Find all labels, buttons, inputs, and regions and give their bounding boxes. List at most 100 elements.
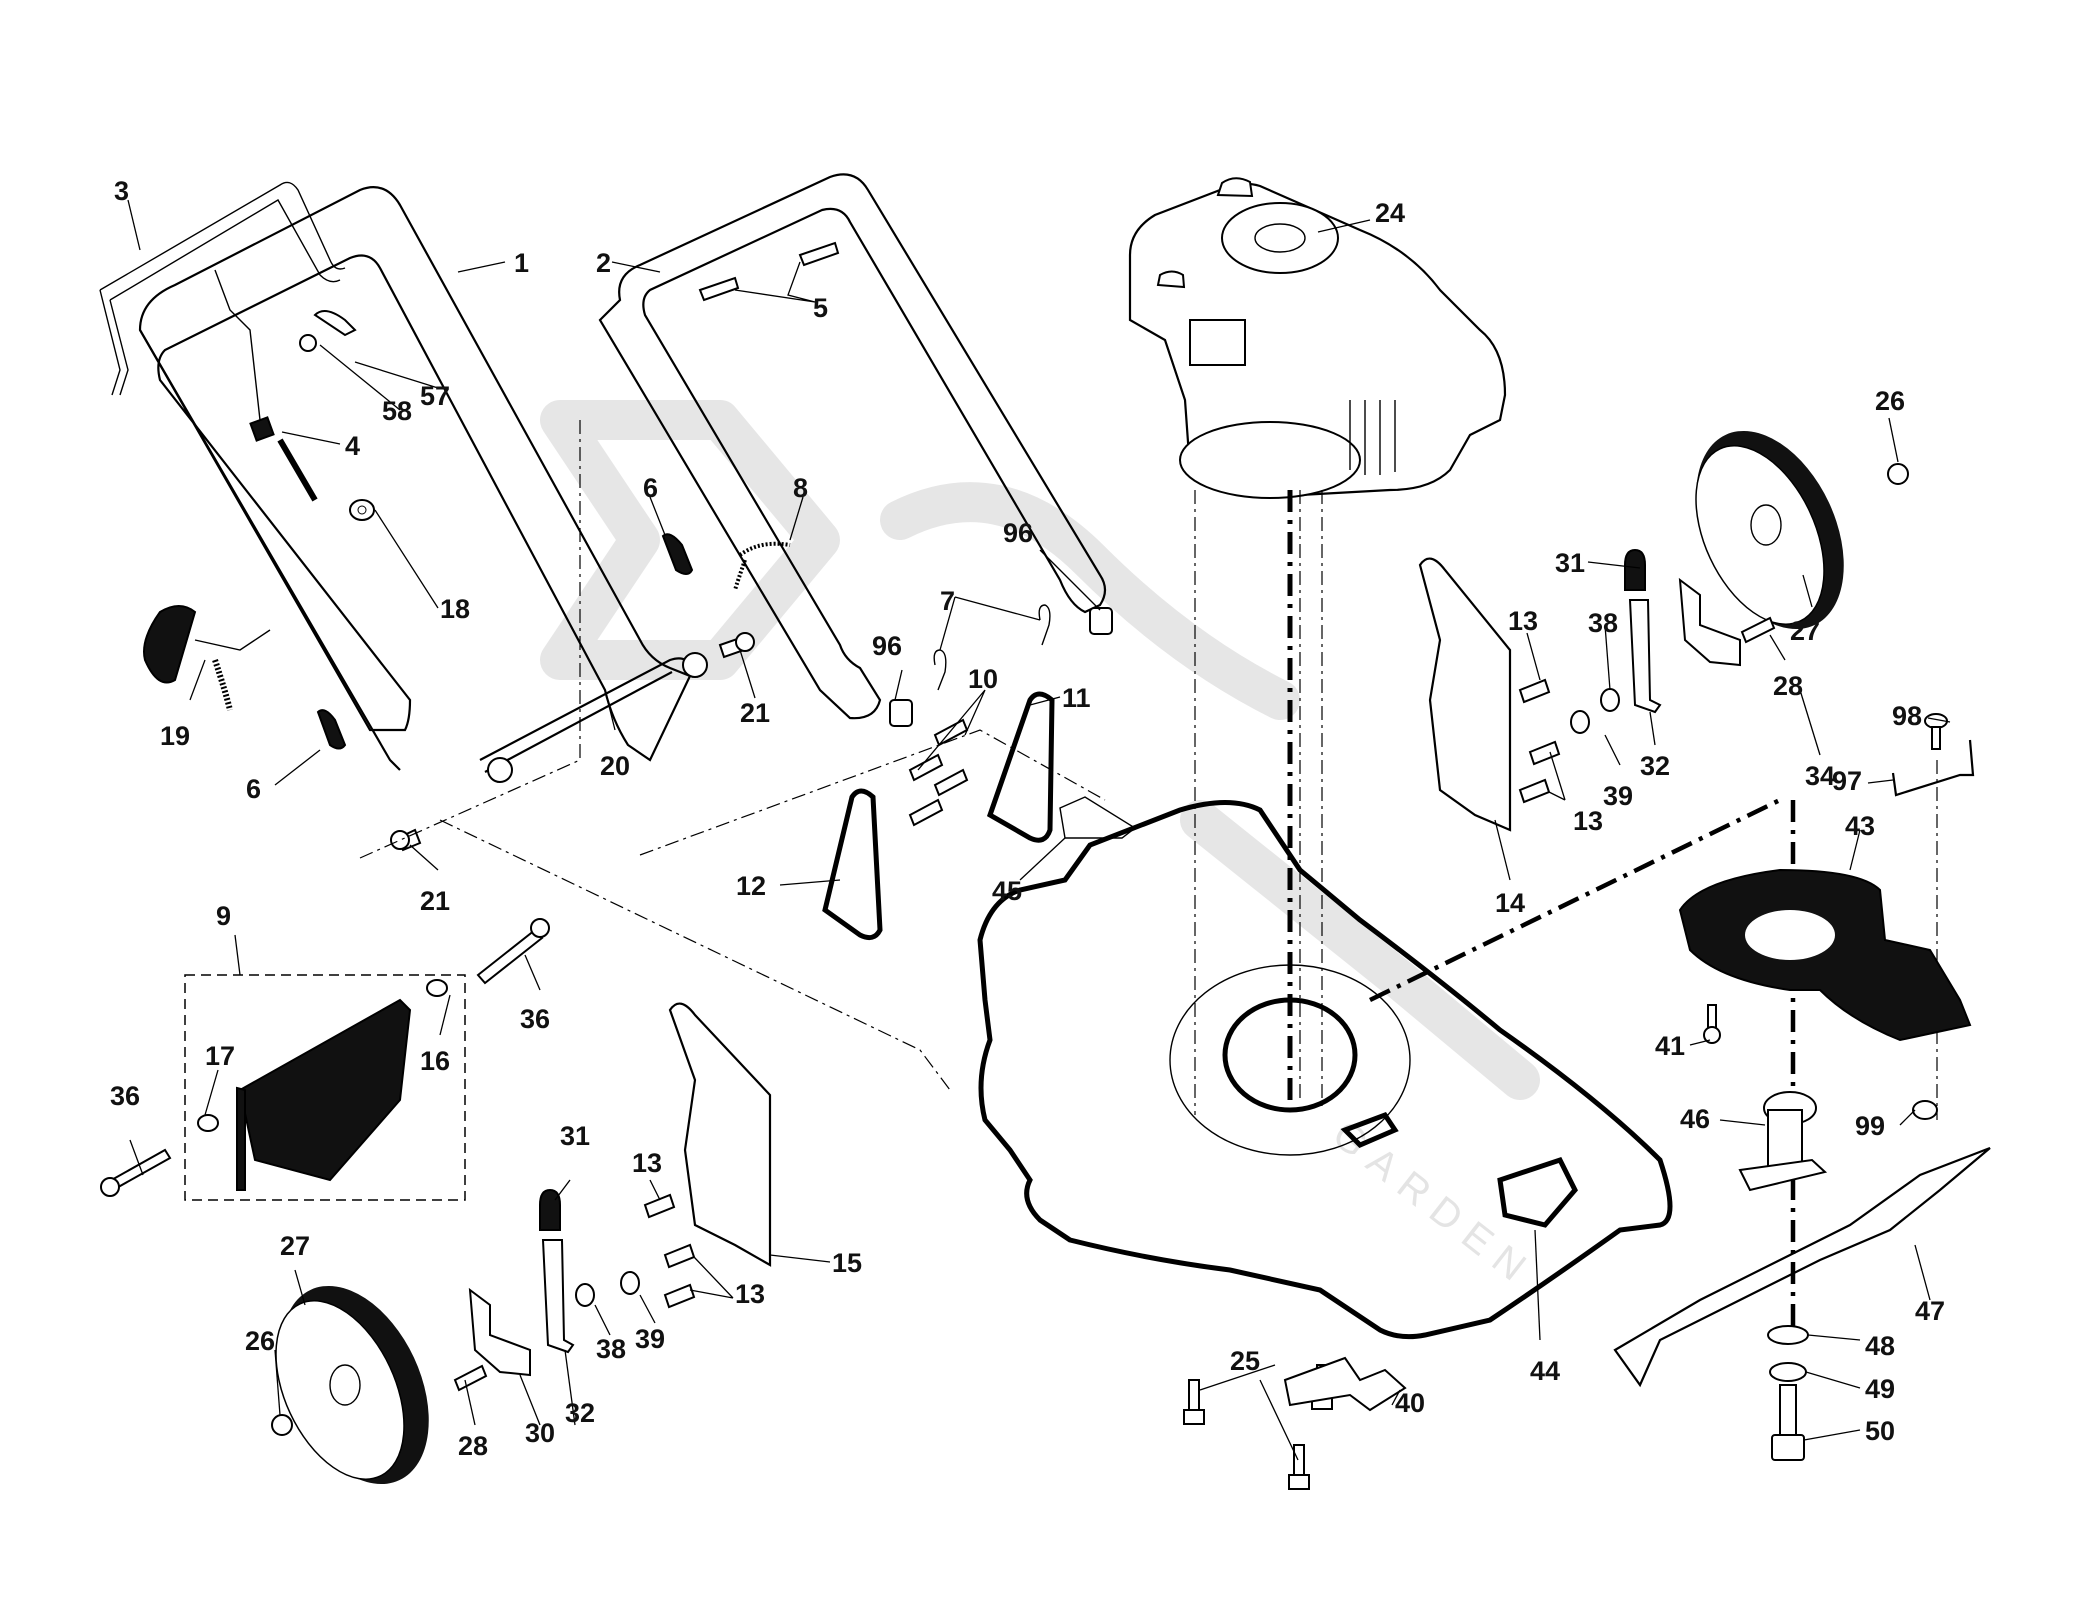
callout: 13 (1508, 606, 1538, 636)
callout: 31 (1555, 548, 1585, 578)
callout: 26 (1875, 386, 1905, 416)
part-bolt[interactable] (643, 678, 1561, 1309)
callout: 47 (1915, 1296, 1945, 1326)
callout: 99 (1855, 1111, 1885, 1141)
callout: 27 (1790, 616, 1820, 646)
callout: 24 (1375, 198, 1405, 228)
callout: 3 (114, 176, 129, 206)
callout: 6 (643, 473, 658, 503)
part-baffle-bracket[interactable] (1891, 739, 1975, 797)
callout: 13 (632, 1148, 662, 1178)
part-blade-washer[interactable] (1767, 1325, 1809, 1345)
part-blade-bolt[interactable] (1771, 1384, 1805, 1461)
part-wheel-bolt[interactable] (453, 616, 1776, 1392)
callout: 2 (596, 248, 611, 278)
assembly-centerlines (359, 420, 1938, 1340)
part-baffle[interactable] (1678, 868, 1972, 1042)
callout: 19 (160, 721, 190, 751)
part-label-plate[interactable] (1059, 796, 1137, 839)
callout: 8 (793, 473, 808, 503)
part-deck-housing[interactable] (977, 800, 1673, 1340)
part-screw[interactable] (390, 632, 755, 852)
part-handle-knob[interactable] (316, 533, 694, 750)
callout: 45 (992, 876, 1022, 906)
part-blade-adapter[interactable] (1738, 1091, 1828, 1192)
callout: 38 (596, 1334, 626, 1364)
part-throttle-cable[interactable] (214, 269, 318, 502)
callout: 38 (1588, 608, 1618, 638)
callout: 50 (1865, 1416, 1895, 1446)
callout: 28 (458, 1431, 488, 1461)
callout: 11 (1062, 683, 1091, 713)
callout: 27 (280, 1231, 310, 1261)
part-height-bracket-left[interactable] (668, 1002, 772, 1267)
callout: 31 (560, 1121, 590, 1151)
callout: 21 (740, 698, 770, 728)
callout: 34 (1805, 761, 1835, 791)
callout: 41 (1655, 1031, 1685, 1061)
callout: 36 (110, 1081, 140, 1111)
part-handle-bracket-rod[interactable] (479, 652, 708, 783)
part-baffle-nut[interactable] (1912, 1100, 1938, 1120)
callout: 26 (245, 1326, 275, 1356)
callout: 21 (420, 886, 450, 916)
callout: 44 (1530, 1356, 1560, 1386)
callout: 1 (514, 248, 529, 278)
callout: 39 (1603, 781, 1633, 811)
part-height-arm-left[interactable] (468, 1287, 531, 1377)
callout: 5 (813, 293, 828, 323)
part-height-plate-left[interactable] (822, 788, 883, 941)
part-deflector-bolt[interactable] (100, 918, 550, 1197)
callout: 96 (1003, 518, 1033, 548)
part-reinforcement-plate[interactable] (1283, 1356, 1407, 1412)
callout: 9 (216, 901, 231, 931)
callout: 10 (968, 664, 998, 694)
part-height-bracket-right[interactable] (1418, 557, 1512, 832)
callout: 40 (1395, 1388, 1425, 1418)
callout: 97 (1832, 766, 1862, 796)
part-cable-tie[interactable] (733, 541, 791, 591)
callout: 30 (525, 1418, 555, 1448)
part-height-lever[interactable] (541, 599, 1662, 1354)
part-nut[interactable] (349, 499, 375, 521)
part-control-bar[interactable] (99, 181, 346, 396)
callout: 14 (1495, 888, 1525, 918)
watermark-logo: GARDEN (540, 400, 1543, 1297)
part-height-arm-right[interactable] (1678, 577, 1741, 667)
callout: 12 (736, 871, 766, 901)
callout: 36 (520, 1004, 550, 1034)
part-spring[interactable] (197, 979, 448, 1132)
callout: 18 (440, 594, 470, 624)
part-engine[interactable] (1128, 177, 1507, 499)
part-wheel-nut[interactable] (271, 463, 1909, 1436)
callout: 17 (205, 1041, 235, 1071)
leader-lines (127, 199, 1951, 1461)
part-rear-deflector-kit[interactable] (184, 974, 466, 1201)
callout: 96 (872, 631, 902, 661)
callout: 57 (420, 381, 450, 411)
callout: 15 (832, 1248, 862, 1278)
callout: 32 (1640, 751, 1670, 781)
callout-labels: 3 1 2 24 5 57 58 4 6 8 26 18 96 31 13 38… (110, 176, 1945, 1461)
part-cable-clamp[interactable] (889, 607, 1113, 727)
callout: 48 (1865, 1331, 1895, 1361)
part-lock-washer[interactable] (620, 710, 1590, 1295)
callout: 46 (1680, 1104, 1710, 1134)
part-upper-handle[interactable] (598, 173, 1107, 720)
callout: 4 (345, 431, 360, 461)
part-lower-handle[interactable] (138, 186, 692, 771)
callout: 7 (940, 586, 955, 616)
part-wheel[interactable] (250, 407, 1873, 1507)
part-handle-bolt[interactable] (698, 241, 840, 302)
part-cable-knob[interactable] (143, 605, 271, 711)
part-height-plate-right[interactable] (986, 691, 1055, 843)
callout: 98 (1892, 701, 1922, 731)
part-blade[interactable] (1613, 1146, 1991, 1388)
callout: 13 (1573, 806, 1603, 836)
callout: 49 (1865, 1374, 1895, 1404)
part-baffle-screw[interactable] (1703, 1004, 1721, 1044)
part-pin[interactable] (908, 718, 969, 827)
part-blade-lock-washer[interactable] (1769, 1362, 1807, 1382)
callout: 58 (382, 396, 412, 426)
part-cable-clip[interactable] (299, 310, 357, 352)
